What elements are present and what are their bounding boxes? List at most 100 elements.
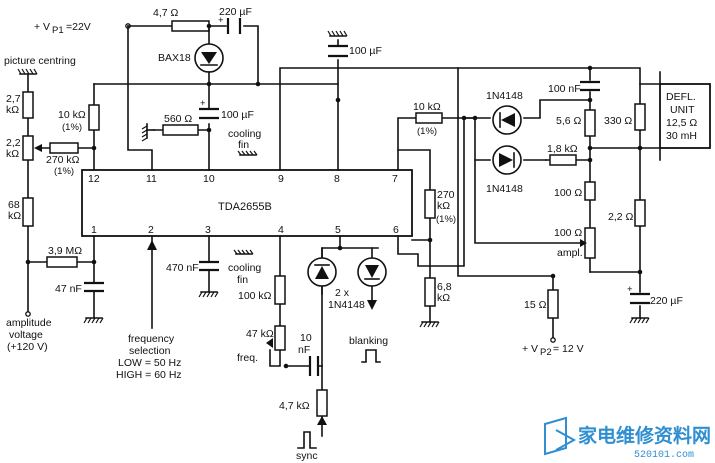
svg-text:= 12 V: = 12 V: [553, 343, 584, 355]
pin-2-label: 2: [148, 224, 154, 236]
freq-potentiometer[interactable]: [274, 325, 286, 351]
deflection-unit: [659, 83, 711, 149]
c-100n-label: 100 nF: [548, 83, 581, 95]
watermark-logo-icon: [544, 416, 567, 456]
defl-unit-line-1: DEFL.: [666, 91, 696, 103]
r-3-9m-label: 3,9 MΩ: [48, 245, 82, 257]
resistor-4-7-ohm: [171, 20, 210, 32]
defl-unit-line-4: 30 mH: [666, 130, 697, 142]
blanking-pulse-symbol: [361, 349, 381, 363]
svg-text:P2: P2: [540, 347, 552, 358]
freq-sel-label-4: HIGH = 60 Hz: [116, 369, 182, 381]
picture-centring-potentiometer[interactable]: [22, 135, 34, 161]
amplitude-label-2: voltage: [9, 329, 43, 341]
c-47n-label: 47 nF: [55, 283, 82, 295]
r-270k-right-tol: (1%): [436, 214, 456, 225]
pin-6-label: 6: [393, 224, 399, 236]
r-2-2k-label-1: 2,2: [6, 137, 21, 149]
vp1-supply-label: + V P1 =22V: [34, 21, 91, 36]
c-470n-label: 470 nF: [166, 262, 199, 274]
svg-text:+ V: + V: [522, 343, 538, 355]
pin-8-label: 8: [334, 173, 340, 185]
r-47k-label: 47 kΩ: [246, 328, 274, 340]
resistor-330-ohm: [634, 103, 646, 131]
svg-text:P1: P1: [52, 25, 64, 36]
pin-7-label: 7: [392, 173, 398, 185]
r-15-label: 15 Ω: [524, 299, 547, 311]
c-100u-top-label: 100 µF: [349, 45, 382, 57]
pin-10-label: 10: [203, 173, 215, 185]
svg-text:+: +: [627, 284, 633, 295]
ampl-label: ampl.: [557, 247, 583, 259]
c-10n-label-2: nF: [298, 344, 310, 356]
r-100k-label: 100 kΩ: [238, 290, 272, 302]
ampl-wiper-arrow: [580, 239, 587, 247]
pin11-wire: [127, 25, 153, 171]
freq-sel-label-1: frequency: [128, 333, 175, 345]
vp1-rail: [127, 25, 259, 85]
r-10k-right-label: 10 kΩ: [413, 101, 441, 113]
cooling-fin-bottom-label: cooling: [228, 262, 261, 274]
pin-5-label: 5: [335, 224, 341, 236]
r-10k-left-tol: (1%): [62, 122, 82, 133]
svg-text:=22V: =22V: [66, 21, 91, 33]
resistor-2-2-ohm: [634, 199, 646, 227]
r-2-7k-label-2: kΩ: [6, 104, 19, 116]
ic-label: TDA2655B: [218, 201, 272, 213]
defl-unit-line-3: 12,5 Ω: [666, 117, 697, 129]
r-68k-label-2: kΩ: [8, 210, 21, 222]
resistor-4-7k: [316, 389, 328, 417]
ground-symbol: [233, 249, 254, 255]
watermark: 家电维修资料网 520101.com: [544, 416, 711, 461]
amplitude-terminal: [25, 311, 31, 317]
r-330-label: 330 Ω: [604, 115, 632, 127]
resistor-560-ohm: [162, 124, 199, 136]
c-100u-mid-label: 100 µF: [221, 109, 254, 121]
bax18-diode-triangle: [201, 52, 217, 64]
d-1n4148-a-label: 1N4148: [486, 90, 523, 102]
ground-symbol: [141, 123, 155, 142]
vp2-supply-label: + V P2 = 12 V: [522, 343, 584, 358]
r-5-6-label: 5,6 Ω: [556, 115, 582, 127]
d-2x-label-2: 1N4148: [328, 299, 365, 311]
ground-symbol: [83, 317, 104, 324]
c-220u-label: 220 µF: [219, 6, 252, 18]
ground-symbol: [198, 291, 219, 298]
r-100-b-label: 100 Ω: [554, 227, 582, 239]
pin-1-label: 1: [91, 224, 97, 236]
cooling-fin-bottom-label-2: fin: [237, 274, 248, 286]
resistor-6-8k: [424, 277, 436, 307]
sync-pulse-symbol: [297, 431, 317, 449]
watermark-text: 家电维修资料网: [578, 424, 711, 447]
resistor-1-8k: [549, 154, 577, 166]
r-10k-left-label: 10 kΩ: [58, 109, 86, 121]
r-2-2k-label-2: kΩ: [6, 148, 19, 160]
resistor-100-ohm-a: [584, 181, 596, 201]
centring-wiper-arrow: [34, 144, 42, 152]
ground-symbol: [327, 30, 348, 37]
pin-9-label: 9: [278, 173, 284, 185]
pin-4-label: 4: [278, 224, 284, 236]
c-220u-right-label: 220 µF: [650, 295, 683, 307]
d-1n4148-b-label: 1N4148: [486, 183, 523, 195]
r-10k-right-tol: (1%): [417, 126, 437, 137]
r-270k-right-label-2: kΩ: [437, 200, 450, 212]
r-2-7k-label-1: 2,7: [6, 93, 21, 105]
freq-sel-label-3: LOW = 50 Hz: [118, 357, 181, 369]
resistor-68k: [22, 197, 34, 227]
freq-sel-label-2: selection: [129, 345, 171, 357]
r-6-8k-label-2: kΩ: [437, 292, 450, 304]
resistor-3-9m: [46, 256, 78, 268]
freq-wiper-arrow: [266, 338, 273, 348]
cooling-fin-top-label: cooling: [228, 128, 261, 140]
watermark-url: 520101.com: [634, 450, 694, 461]
r-6-8k-label-1: 6,8: [437, 281, 452, 293]
r-100-a-label: 100 Ω: [554, 187, 582, 199]
resistor-5-6-ohm: [584, 109, 596, 137]
bax18-label: BAX18: [158, 52, 191, 64]
cooling-fin-top-label-2: fin: [238, 139, 249, 151]
pin9-output-bus: [279, 67, 661, 171]
amplitude-label-1: amplitude: [6, 317, 52, 329]
sync-label: sync: [296, 450, 318, 462]
